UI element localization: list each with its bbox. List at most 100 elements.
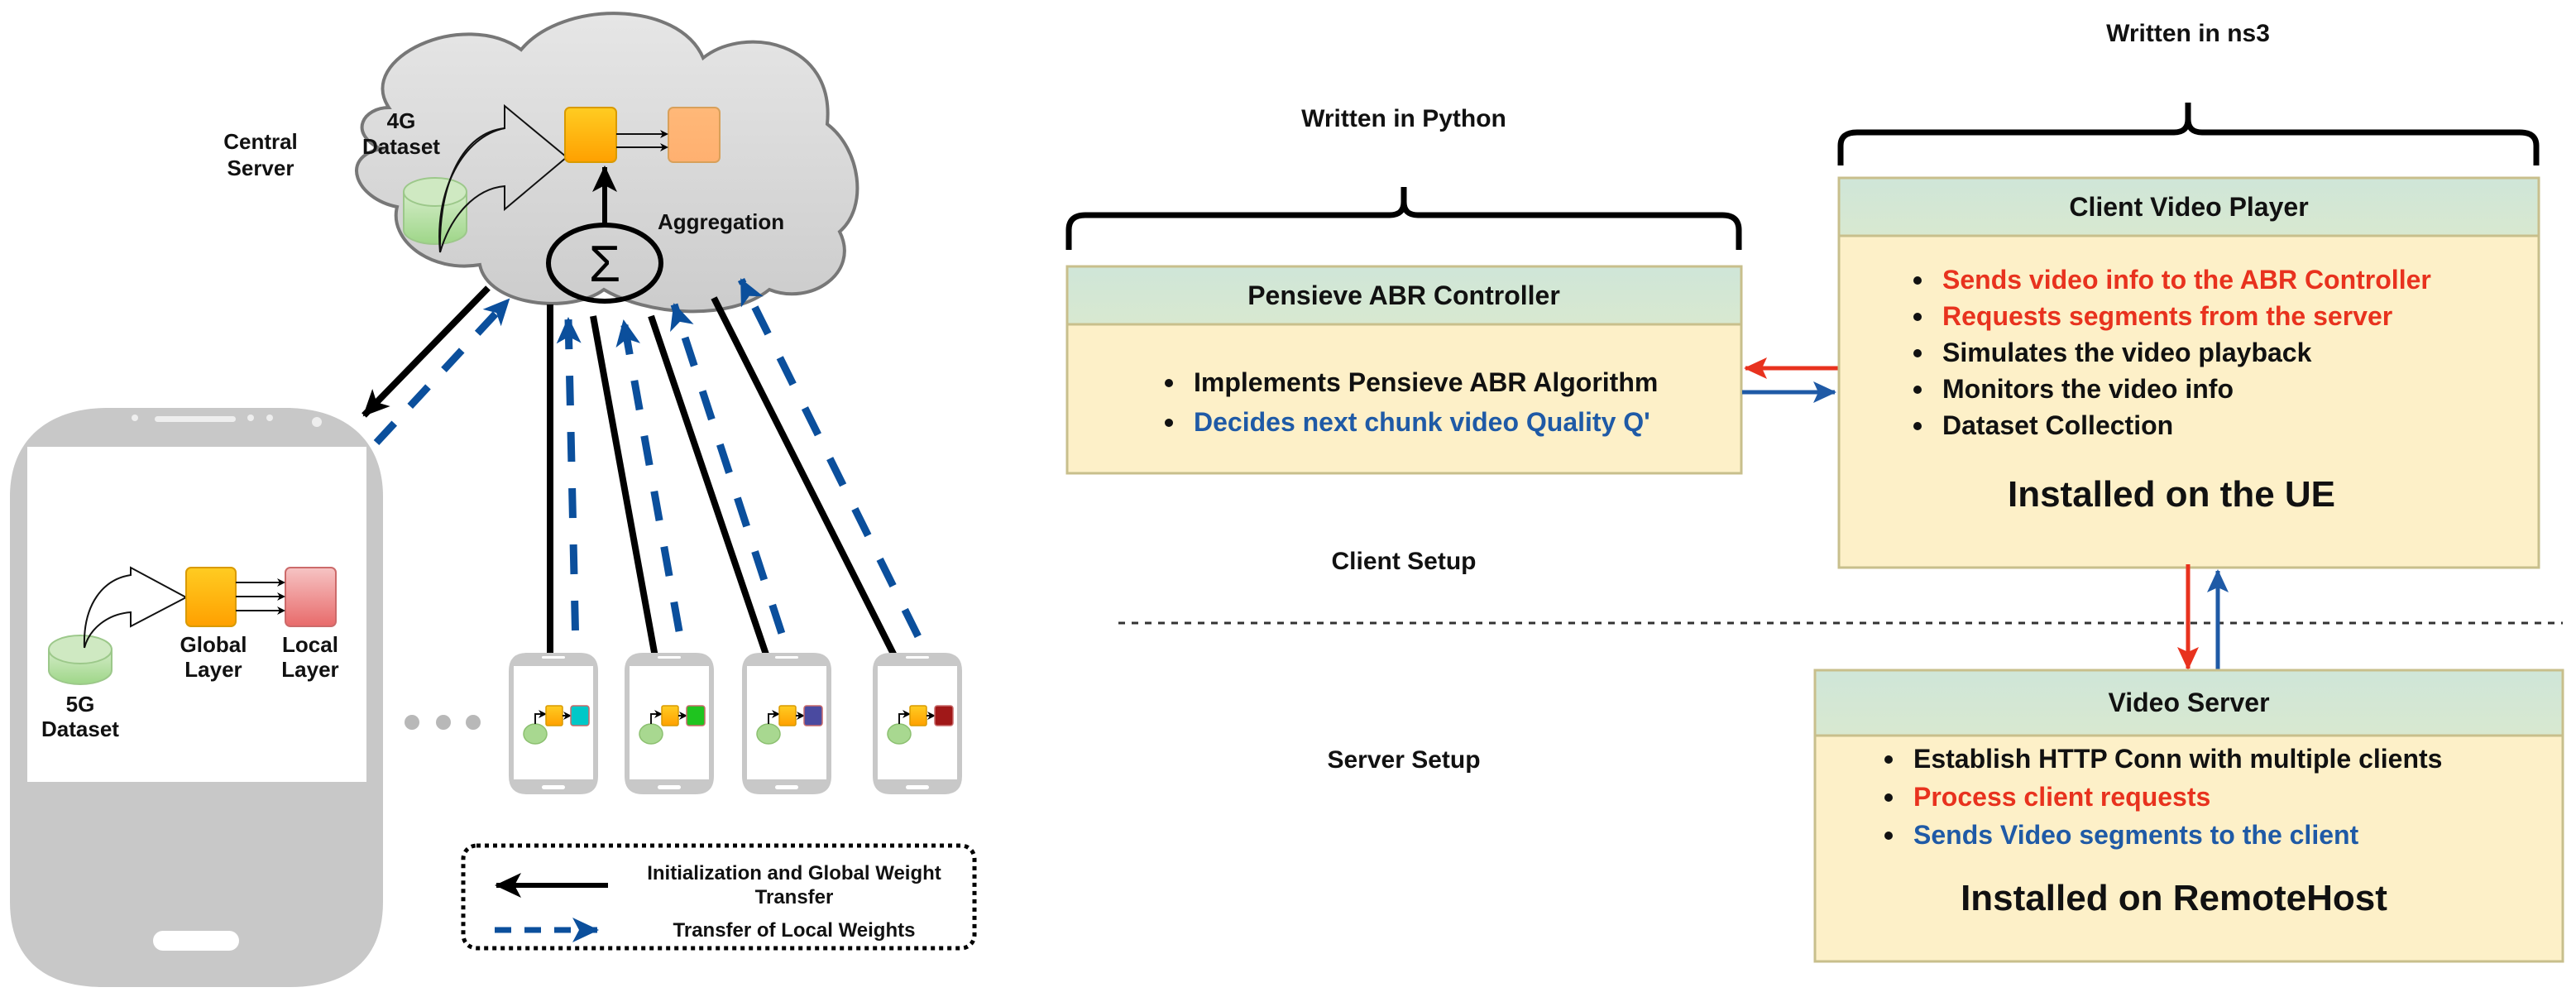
local-weight-arrow	[737, 278, 947, 688]
bullet-text: Monitors the video info	[1942, 374, 2234, 404]
client-phone	[742, 653, 831, 794]
client-dataset-icon	[639, 723, 663, 745]
bullet-dot-icon	[1165, 419, 1173, 427]
bullet-dot-icon	[1913, 386, 1922, 394]
global-weight-arrow	[648, 314, 783, 695]
python-brace	[1065, 187, 1742, 250]
client-global-layer	[545, 705, 563, 726]
global-weight-arrow	[711, 296, 912, 685]
client-global-layer	[661, 705, 679, 726]
bullet-item: Requests segments from the server	[1913, 301, 2392, 331]
bullet-dot-icon	[1884, 755, 1893, 764]
client-local-layer	[686, 705, 706, 726]
legend: Initialization and Global Weight Transfe…	[461, 843, 977, 951]
aggregation-sigma-icon: Σ	[589, 236, 620, 293]
main-phone-home-button	[153, 931, 239, 951]
bullet-dot-icon	[1913, 313, 1922, 321]
pensieve-abr-controller-box: Pensieve ABR Controller Implements Pensi…	[1065, 265, 1743, 475]
client-phone-home-button	[542, 785, 565, 789]
client-global-layer	[778, 705, 797, 726]
cloud-dataset-label-line2: Dataset	[362, 134, 440, 159]
client-phone	[873, 653, 962, 794]
5g-dataset-label-line1: 5G	[66, 692, 95, 717]
bullet-item: Dataset Collection	[1913, 410, 2173, 440]
central-server-label-line2: Server	[227, 156, 294, 180]
local-weight-arrow	[670, 303, 803, 688]
cloud-dataset-label-line1: 4G	[387, 108, 416, 133]
client-phone	[509, 653, 598, 794]
bullet-item: Establish HTTP Conn with multiple client…	[1884, 744, 2442, 774]
bullet-text: Implements Pensieve ABR Algorithm	[1194, 367, 1658, 397]
client-setup-label: Client Setup	[1331, 548, 1476, 575]
client-phone	[625, 653, 714, 794]
client-phone-home-button	[775, 785, 798, 789]
global-layer-label-line1: Global	[180, 632, 247, 657]
bullet-text: Sends video info to the ABR Controller	[1942, 265, 2431, 295]
global-layer-label-line2: Layer	[184, 657, 242, 682]
bullet-text: Process client requests	[1913, 782, 2210, 812]
5g-dataset-label-line2: Dataset	[41, 717, 119, 741]
aggregation-sigma-circle	[546, 223, 663, 304]
cloud-dataset-icon	[403, 177, 467, 245]
bullet-dot-icon	[1165, 379, 1173, 387]
client-phone-home-button	[906, 785, 929, 789]
global-weight-arrow	[590, 315, 670, 695]
client-phones	[509, 653, 962, 794]
video-server-title: Video Server	[2108, 688, 2269, 717]
weight-transfer-arrows	[538, 278, 947, 695]
aggregation-label: Aggregation	[658, 209, 784, 234]
client-dataset-icon	[523, 723, 548, 745]
main-phone-dataset-icon	[48, 635, 113, 685]
ns3-brace	[1837, 103, 2540, 165]
client-player-bullet-list: Sends video info to the ABR ControllerRe…	[1913, 265, 2431, 440]
client-local-layer	[803, 705, 823, 726]
pensieve-bullet-list: Implements Pensieve ABR AlgorithmDecides…	[1165, 367, 1658, 437]
video-server-box: Video Server Establish HTTP Conn with mu…	[1813, 669, 2564, 963]
legend-dashed-label: Transfer of Local Weights	[673, 919, 916, 942]
local-layer-label-line2: Layer	[281, 657, 338, 682]
bullet-text: Dataset Collection	[1942, 410, 2173, 440]
client-player-footer: Installed on the UE	[2008, 474, 2335, 515]
client-player-title: Client Video Player	[2069, 192, 2308, 222]
local-layer-label-line1: Local	[282, 632, 338, 657]
bullet-item: Sends Video segments to the client	[1884, 820, 2359, 850]
client-video-player-box: Client Video Player Sends video info to …	[1837, 176, 2540, 569]
central-server-cloud: Σ Aggregation 4G Dataset	[355, 12, 859, 314]
client-local-layer	[934, 705, 954, 726]
bullet-dot-icon	[1884, 832, 1893, 840]
client-local-layer	[570, 705, 590, 726]
bullet-item: Sends video info to the ABR Controller	[1913, 265, 2431, 295]
pensieve-header	[1065, 265, 1743, 326]
bullet-item: Decides next chunk video Quality Q'	[1165, 407, 1650, 437]
bullet-text: Establish HTTP Conn with multiple client…	[1913, 744, 2442, 774]
video-server-header	[1813, 669, 2564, 737]
central-server-label-line1: Central	[223, 129, 298, 154]
right-panel: Written in Python Written in ns3 Pensiev…	[1065, 20, 2564, 963]
bullet-item: Implements Pensieve ABR Algorithm	[1165, 367, 1658, 397]
more-clients-ellipsis-icon	[405, 715, 481, 730]
server-setup-label: Server Setup	[1327, 746, 1480, 774]
bullet-item: Process client requests	[1884, 782, 2210, 812]
cloud-global-layer	[564, 107, 617, 163]
bullet-text: Decides next chunk video Quality Q'	[1194, 407, 1650, 437]
legend-solid-label-line2: Transfer	[755, 886, 834, 908]
local-weight-arrow	[615, 319, 693, 688]
main-global-layer	[185, 567, 237, 627]
bullet-item: Simulates the video playback	[1913, 338, 2312, 367]
bullet-dot-icon	[1913, 276, 1922, 285]
client-global-layer	[909, 705, 927, 726]
bullet-dot-icon	[1913, 349, 1922, 357]
legend-border	[461, 843, 977, 951]
video-server-bullet-list: Establish HTTP Conn with multiple client…	[1884, 744, 2442, 850]
legend-solid-label-line1: Initialization and Global Weight	[647, 862, 941, 884]
local-weight-arrow-main	[373, 296, 512, 446]
bullet-text: Sends Video segments to the client	[1913, 820, 2359, 850]
bullet-dot-icon	[1913, 422, 1922, 430]
client-dataset-icon	[887, 723, 912, 745]
bullet-text: Requests segments from the server	[1942, 301, 2392, 331]
main-local-layer	[285, 567, 337, 627]
client-player-header	[1837, 176, 2540, 237]
main-phone-speaker	[155, 416, 236, 422]
client-phone-home-button	[658, 785, 681, 789]
